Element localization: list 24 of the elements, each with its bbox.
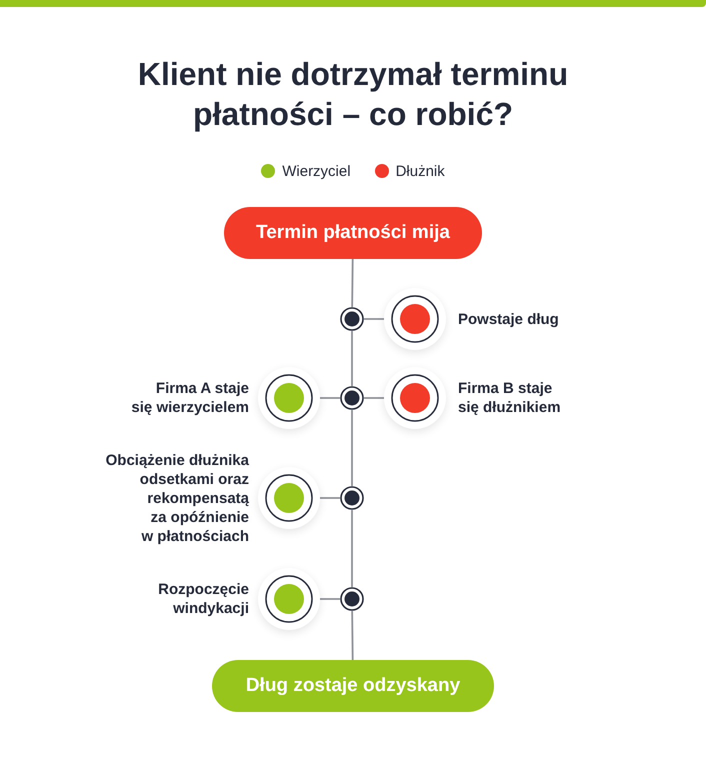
legend-label: Wierzyciel — [282, 162, 351, 180]
event-label: Powstaje dług — [458, 310, 560, 328]
milestone-pill: Dług zostaje odzyskany — [212, 660, 494, 712]
connector-line — [351, 510, 353, 587]
connector-line — [351, 410, 353, 486]
title: Klient nie dotrzymał terminu płatności – co robić? — [136, 55, 570, 134]
connector-line — [351, 331, 353, 386]
event-label: Firma B staje się dłużnikiem — [458, 379, 562, 417]
connector-line — [351, 258, 354, 307]
event-label: Rozpoczęcie windykacji — [157, 580, 249, 618]
timeline-dot — [340, 307, 364, 331]
connector-line — [351, 611, 354, 660]
connector-line — [320, 397, 340, 399]
connector-line — [364, 318, 384, 320]
connector-line — [320, 497, 340, 499]
connector-line — [364, 397, 384, 399]
milestone-pill: Termin płatności mija — [224, 207, 482, 259]
event-label: Firma A staje się wierzycielem — [130, 379, 249, 417]
connector-line — [320, 598, 340, 600]
legend-label: Dłużnik — [396, 162, 445, 180]
timeline-dot — [340, 486, 364, 510]
timeline-dot — [340, 386, 364, 410]
timeline-dot — [340, 587, 364, 611]
event-label: Obciążenie dłużnika odsetkami oraz rekompensatą za opóźnienie w płatnościach — [104, 450, 249, 546]
